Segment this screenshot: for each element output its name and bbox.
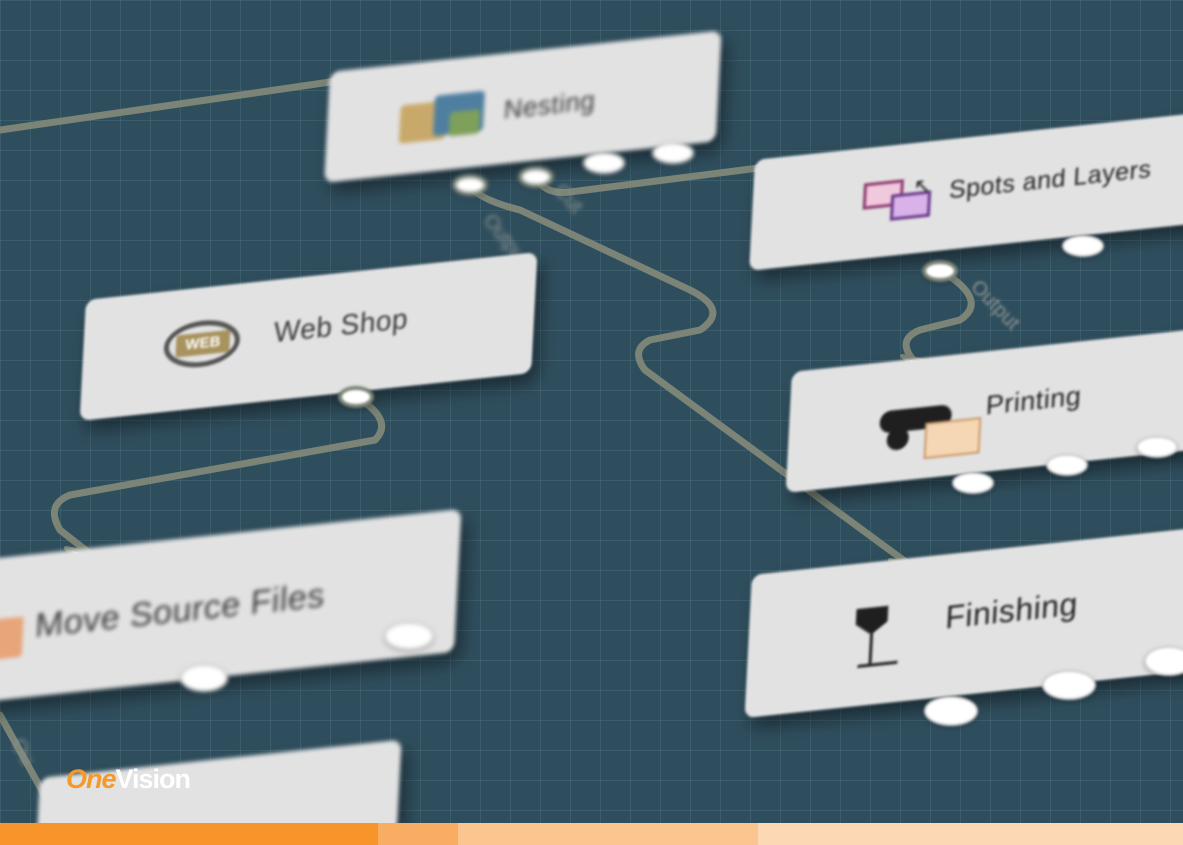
onevision-logo: OneVision	[66, 764, 192, 795]
spots-port-1[interactable]	[1062, 235, 1104, 257]
logo-one: One	[66, 764, 117, 794]
move-source-port-2[interactable]	[180, 664, 228, 692]
move-source-port-1[interactable]	[384, 622, 434, 650]
wire-webshop-to-move	[50, 392, 386, 556]
node-title: Move Source Files	[34, 576, 326, 646]
footer-segment-3	[458, 823, 758, 845]
footer-segment-2	[378, 823, 458, 845]
web-shop-output-port[interactable]	[338, 386, 374, 408]
web-shop-icon: WEB	[152, 312, 251, 379]
cutter-icon	[853, 603, 916, 676]
node-title: Nesting	[503, 84, 597, 125]
printer-icon	[878, 391, 1001, 464]
node-title: Finishing	[944, 585, 1079, 636]
finishing-port-1[interactable]	[924, 696, 978, 726]
nesting-cut-port[interactable]	[518, 166, 554, 188]
footer-segment-1	[0, 823, 378, 845]
spots-layers-icon: ↖	[862, 171, 944, 224]
printing-port-3[interactable]	[1136, 436, 1178, 458]
wire-nesting-to-finishing	[466, 182, 914, 569]
node-title: Web Shop	[273, 302, 409, 349]
finishing-port-2[interactable]	[1042, 670, 1096, 700]
wire-spots-to-printing	[902, 266, 975, 366]
nesting-port-2[interactable]	[652, 142, 694, 164]
node-title: Printing	[985, 380, 1083, 421]
workflow-canvas[interactable]: Nesting Output Cut ↖ Spots and Layers Ou…	[0, 0, 1183, 823]
spots-output-port[interactable]	[922, 260, 958, 282]
printing-port-1[interactable]	[952, 472, 994, 494]
logo-vision: Vision	[115, 764, 192, 794]
footer-color-bar	[0, 823, 1183, 845]
nesting-icon	[398, 89, 501, 146]
printing-port-2[interactable]	[1046, 454, 1088, 476]
node-title: Spots and Layers	[948, 154, 1153, 205]
finishing-port-3[interactable]	[1144, 646, 1183, 676]
nesting-port-1[interactable]	[583, 152, 625, 174]
footer-segment-4	[758, 823, 1183, 845]
nesting-output-port[interactable]	[452, 174, 488, 196]
move-source-icon	[0, 616, 28, 661]
